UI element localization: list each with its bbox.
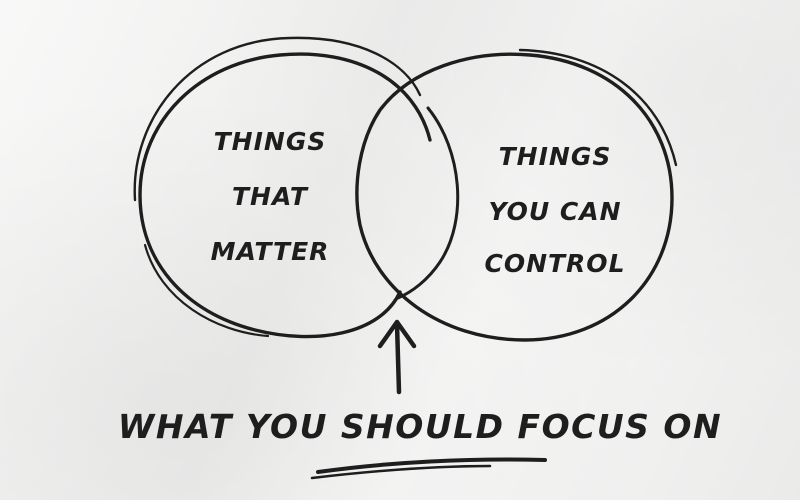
right-circle	[355, 48, 678, 342]
right-label-line-2: you can	[488, 197, 621, 226]
left-label-line-3: matter	[211, 237, 330, 266]
left-label-line-2: that	[232, 182, 309, 211]
caption-underline	[310, 457, 547, 480]
up-arrow-icon	[377, 319, 417, 395]
caption: What you should focus on	[118, 407, 722, 446]
right-label-line-3: control	[484, 249, 625, 278]
intersection-stroke	[396, 106, 460, 300]
left-circle	[133, 36, 432, 339]
left-label-line-1: Things	[214, 127, 327, 156]
right-label-line-1: Things	[499, 142, 612, 171]
